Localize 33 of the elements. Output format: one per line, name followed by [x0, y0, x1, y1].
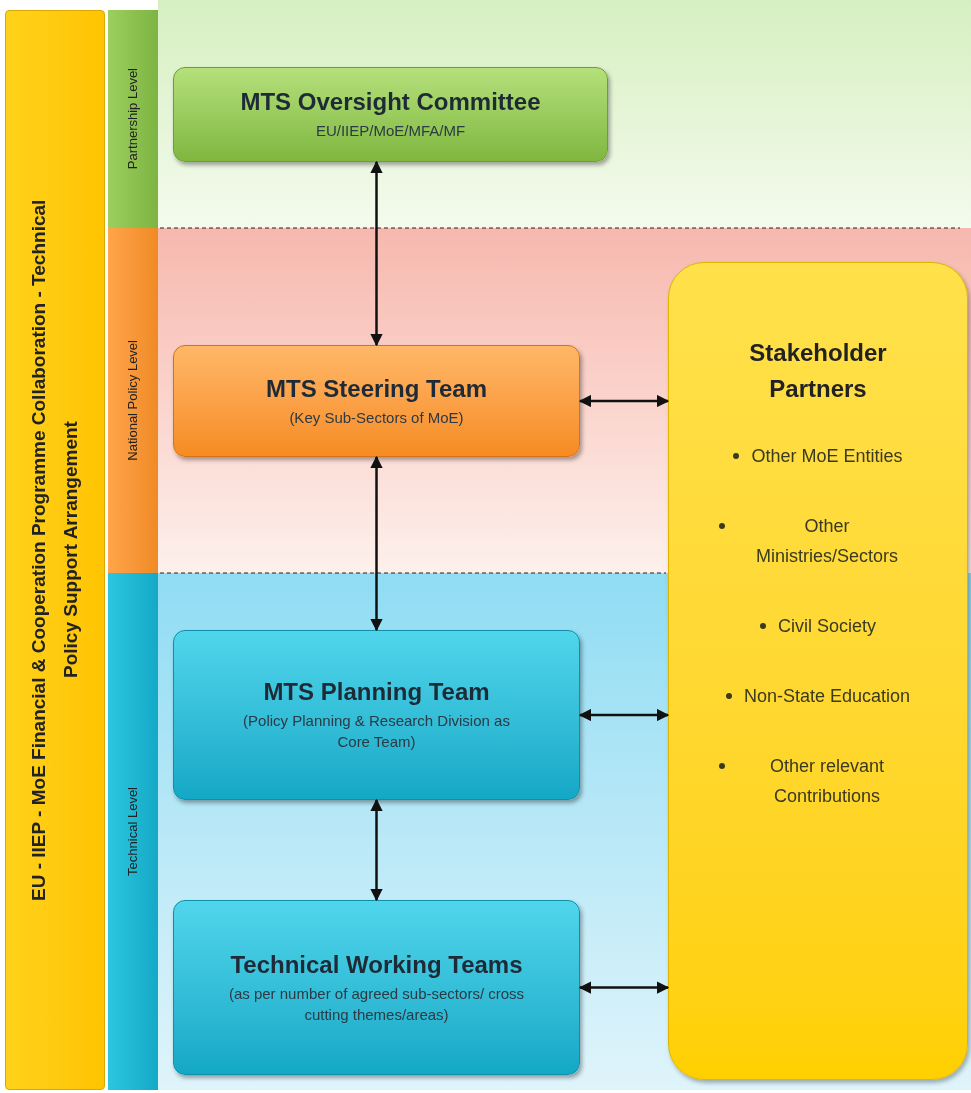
box-title: Technical Working Teams	[230, 949, 523, 980]
box-title: MTS Oversight Committee	[240, 87, 541, 118]
level-tab	[108, 10, 158, 228]
team-box	[173, 900, 580, 1075]
level-label: National Policy Level	[124, 340, 142, 461]
double-arrow	[578, 981, 670, 994]
double-arrow	[578, 394, 670, 408]
double-arrow	[370, 455, 383, 632]
box-subtitle: (Key Sub-Sectors of MoE)	[289, 407, 464, 428]
stakeholder-panel	[668, 262, 968, 1080]
box-title: MTS Planning Team	[263, 677, 490, 708]
list-item: Civil Society	[778, 615, 876, 638]
box-subtitle: (as per number of agreed sub-sectors/ cross cutting themes/areas)	[227, 983, 526, 1025]
box-subtitle: EU/IIEP/MoE/MFA/MF	[315, 121, 466, 142]
list-item: Other Ministries/Sectors	[755, 515, 899, 568]
panel-title: Stakeholder Partners	[748, 338, 888, 404]
double-arrow	[370, 798, 383, 902]
double-arrow	[578, 708, 670, 722]
box-title: MTS Steering Team	[266, 373, 487, 404]
committee-box	[173, 67, 608, 162]
double-arrow	[370, 160, 383, 347]
list-item: Non-State Education	[743, 685, 911, 708]
level-label: Partnership Level	[124, 68, 142, 170]
team-box	[173, 345, 580, 457]
team-box	[173, 630, 580, 800]
level-label: Technical Level	[124, 787, 142, 876]
programme-title: EU - IIEP - MoE Financial & Cooperation Programme Collaboration - Technical Policy Support Arrangement	[27, 198, 82, 903]
programme-bar	[5, 10, 105, 1090]
level-tab	[108, 228, 158, 573]
level-tab	[108, 573, 158, 1090]
list-item: Other MoE Entities	[751, 445, 903, 468]
box-subtitle: (Policy Planning & Research Division as Core Team)	[242, 711, 511, 752]
list-item: Other relevant Contributions	[768, 755, 886, 808]
